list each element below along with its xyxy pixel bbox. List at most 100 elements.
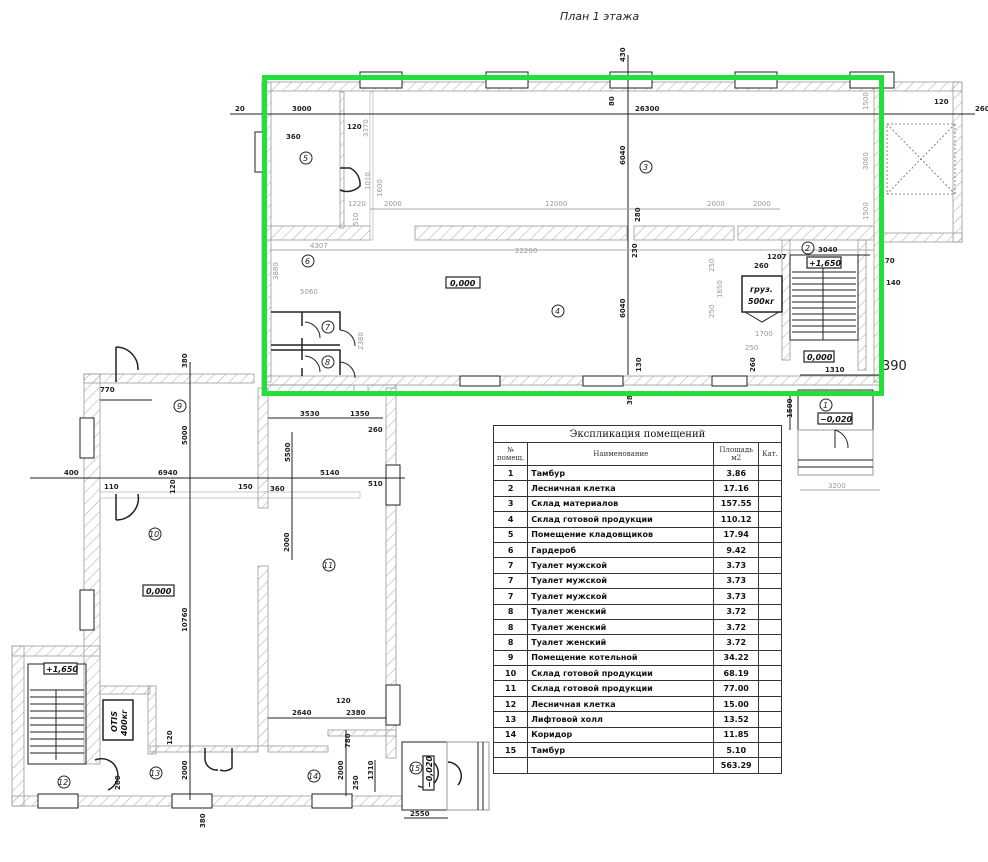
dim-label: 260 (754, 262, 769, 270)
dim-label: 20 (235, 105, 245, 113)
entrance-15 (401, 741, 490, 811)
room-no: 13 (492, 711, 529, 728)
dim-label: 2000 (707, 200, 725, 208)
upper-walls (261, 81, 963, 386)
dim-label: 2380 (346, 709, 366, 717)
dim-label: 430 (619, 47, 627, 62)
lift-shaft (886, 123, 956, 195)
room-category (758, 511, 782, 528)
room-no: 14 (492, 726, 529, 744)
level-mark: 0,000 (450, 279, 476, 288)
dim-label: 3060 (862, 152, 870, 170)
room-number: 10 (149, 530, 159, 539)
plan-title: План 1 этажа (560, 10, 640, 23)
dim-label: 5060 (300, 288, 318, 296)
explication-caption: Экспликация помещений (493, 425, 782, 443)
dim-label: 770 (100, 386, 115, 394)
room-area: 3.72 (713, 634, 759, 651)
dim-label: 4307 (310, 242, 328, 250)
room-category (758, 557, 782, 574)
room-number: 13 (150, 769, 160, 778)
room-number: 4 (555, 307, 560, 316)
room-area: 9.42 (713, 541, 759, 559)
room-category (758, 634, 782, 651)
lower-windows (37, 417, 401, 809)
room-number: 9 (177, 402, 182, 411)
room-name: Лесничная клетка (527, 480, 715, 497)
room-area: 15.00 (713, 695, 759, 713)
header-cat: Кат. (758, 442, 782, 466)
dim-label: 2000 (337, 760, 345, 780)
room-category (758, 588, 782, 605)
dim-label: 120 (169, 479, 177, 494)
dim-label: 380 (626, 390, 634, 405)
room-category (758, 742, 782, 759)
room-name: Гардероб (527, 541, 715, 559)
room-no: 8 (492, 618, 529, 636)
level-mark: 0,000 (807, 353, 833, 362)
room-area: 157.55 (713, 495, 759, 513)
room-number: 14 (308, 772, 318, 781)
dim-label: 6040 (619, 298, 627, 318)
dim-label: 120 (347, 123, 362, 131)
room-area: 3.72 (713, 618, 759, 636)
room-area: 17.16 (713, 480, 759, 497)
dim-label: 1650 (716, 280, 724, 298)
dim-label: 10760 (181, 608, 189, 632)
dimension-lines (30, 55, 975, 819)
explication-table: Экспликация помещений № помещ. Наименова… (492, 425, 782, 774)
room-number-labels: 1 2 3 4 5 6 7 8 9 10 11 12 13 14 15 (58, 154, 828, 787)
room-name: Склад готовой продукции (527, 680, 715, 697)
room-number: 7 (325, 323, 331, 332)
dim-label: 280 (634, 207, 642, 222)
dim-label: 1310 (367, 760, 375, 780)
room-category (758, 603, 782, 620)
room-name: Туалет женский (527, 618, 715, 636)
dim-label: 260 (749, 357, 757, 372)
dim-label: 390 (882, 359, 907, 374)
door-room5 (339, 167, 361, 193)
room-number: 5 (303, 154, 308, 163)
dim-label: 120 (166, 730, 174, 745)
room-no: 4 (492, 511, 529, 528)
dim-label: 6040 (619, 145, 627, 165)
dim-label: 3200 (828, 482, 846, 490)
header-name: Наименование (527, 442, 715, 466)
room-no: 7 (492, 588, 529, 605)
room-no: 7 (492, 572, 529, 590)
dim-label: 380 (199, 813, 207, 828)
dim-label: 380 (181, 353, 189, 368)
room-number: 8 (325, 358, 330, 367)
room-area: 3.73 (713, 588, 759, 605)
room-no: 6 (492, 541, 529, 559)
dim-label: 170 (880, 257, 895, 265)
level-mark: +1,650 (809, 259, 841, 268)
room-category (758, 464, 782, 482)
room-area: 11.85 (713, 726, 759, 744)
header-area: Площадь м2 (713, 442, 759, 466)
dim-label: 3530 (300, 410, 320, 418)
room-no: 10 (492, 665, 529, 682)
entrance-1 (797, 389, 874, 476)
dim-label: 110 (104, 483, 119, 491)
room-area: 3.86 (713, 464, 759, 482)
room-category (758, 649, 782, 667)
level-mark: −0,020 (425, 756, 434, 788)
level-marks: 0,000 +1,650 0,000 −0,020 0,000 +1,650 −… (43, 256, 853, 791)
room-area: 3.73 (713, 572, 759, 590)
dim-label: 150 (238, 483, 253, 491)
room-category (758, 572, 782, 590)
